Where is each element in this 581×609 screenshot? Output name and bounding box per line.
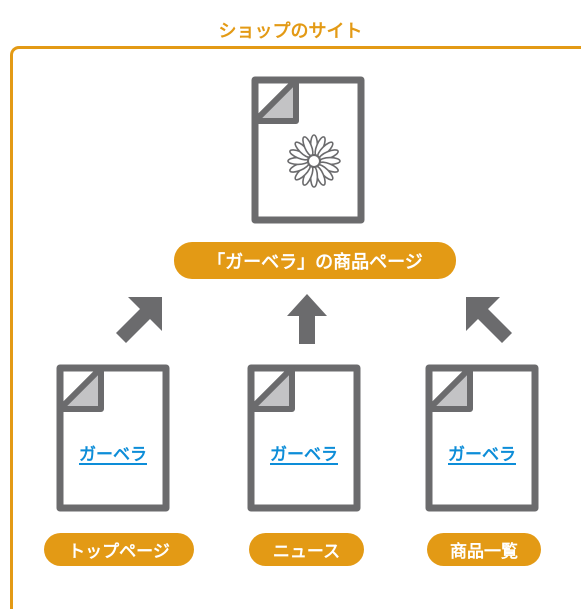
site-frame [10, 46, 581, 609]
arrow-up-icon [287, 294, 327, 344]
source-document-news: ガーベラ [246, 363, 362, 513]
gerbera-link[interactable]: ガーベラ [270, 445, 338, 465]
document-icon [56, 364, 170, 512]
document-icon [425, 364, 539, 512]
source-document-top-page: ガーベラ [55, 363, 171, 513]
product-document-icon [251, 76, 365, 224]
source-document-product-list: ガーベラ [424, 363, 540, 513]
product-list-label: 商品一覧 [427, 533, 541, 566]
news-label: ニュース [249, 533, 364, 566]
flower-icon [287, 134, 341, 188]
product-page-label: 「ガーベラ」の商品ページ [174, 242, 456, 279]
site-title: ショップのサイト [218, 21, 363, 42]
arrow-up-right-icon [116, 297, 162, 343]
gerbera-link[interactable]: ガーベラ [79, 445, 147, 465]
arrow-up-left-icon [466, 297, 512, 343]
document-icon [247, 364, 361, 512]
top-page-label: トップページ [44, 533, 194, 566]
gerbera-link[interactable]: ガーベラ [448, 445, 516, 465]
